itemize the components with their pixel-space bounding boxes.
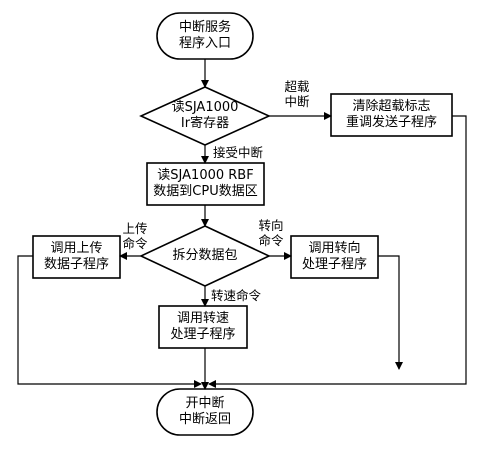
call-steer-node-label: 调用转向 处理子程序 [291, 241, 378, 273]
edge-steer-return [378, 255, 403, 370]
steer-cmd-edge-label-line-1: 转向 [258, 218, 284, 233]
call-upload-node-label: 调用上传 数据子程序 [33, 241, 120, 273]
read-ir-label-line-2: Ir寄存器 [180, 116, 230, 131]
call-speed-node-label: 调用转速 处理子程序 [159, 311, 247, 343]
call-upload-label-line-1: 调用上传 [50, 241, 103, 256]
start-node-label: 中断服务 程序入口 [157, 20, 253, 52]
end-label-line-1: 开中断 [185, 396, 225, 411]
read-rbf-label-line-1: 读SJA1000 RBF [157, 168, 254, 183]
receive-edge-label: 接受中断 [213, 145, 279, 160]
call-speed-label-line-1: 调用转速 [176, 311, 229, 326]
call-upload-process-shape [32, 235, 121, 279]
start-label-line-1: 中断服务 [178, 20, 231, 35]
read-rbf-node-label: 读SJA1000 RBF 数据到CPU数据区 [147, 168, 264, 200]
edge-upload-return [17, 255, 202, 388]
start-label-line-2: 程序入口 [178, 36, 231, 51]
steer-cmd-edge-label-line-2: 命令 [258, 233, 284, 248]
call-speed-label-line-2: 处理子程序 [170, 327, 236, 342]
end-label-line-2: 中断返回 [178, 412, 231, 427]
call-steer-label-line-2: 处理子程序 [301, 257, 367, 272]
clear-overload-label-line-1: 清除超载标志 [352, 99, 431, 114]
edge-clear-overload-return [208, 115, 467, 388]
overload-edge-label-line-2: 中断 [284, 94, 310, 109]
split-packet-label-line-1: 拆分数据包 [172, 248, 238, 263]
end-node-label: 开中断 中断返回 [157, 396, 253, 428]
read-ir-label-line-1: 读SJA1000 [171, 100, 239, 115]
overload-edge-label: 超载 中断 [277, 79, 317, 109]
speed-cmd-edge-label: 转速命令 [211, 288, 281, 303]
clear-overload-label-line-2: 重调发送子程序 [345, 115, 437, 130]
upload-cmd-edge-label-line-1: 上传 [122, 221, 148, 236]
upload-cmd-edge-label: 上传 命令 [118, 221, 152, 251]
read-ir-node-label: 读SJA1000 Ir寄存器 [141, 100, 269, 132]
overload-edge-label-line-1: 超载 [284, 79, 310, 94]
speed-cmd-edge-label-text: 转速命令 [211, 288, 262, 303]
receive-edge-label-text: 接受中断 [213, 145, 264, 160]
steer-cmd-edge-label: 转向 命令 [254, 218, 288, 248]
split-packet-node-label: 拆分数据包 [141, 248, 269, 264]
clear-overload-process-shape [330, 93, 453, 137]
call-speed-process-shape [158, 305, 248, 349]
read-rbf-label-line-2: 数据到CPU数据区 [153, 184, 258, 199]
upload-cmd-edge-label-line-2: 命令 [122, 236, 148, 251]
clear-overload-node-label: 清除超载标志 重调发送子程序 [331, 99, 452, 131]
call-upload-label-line-2: 数据子程序 [43, 257, 109, 272]
call-steer-label-line-1: 调用转向 [308, 241, 361, 256]
